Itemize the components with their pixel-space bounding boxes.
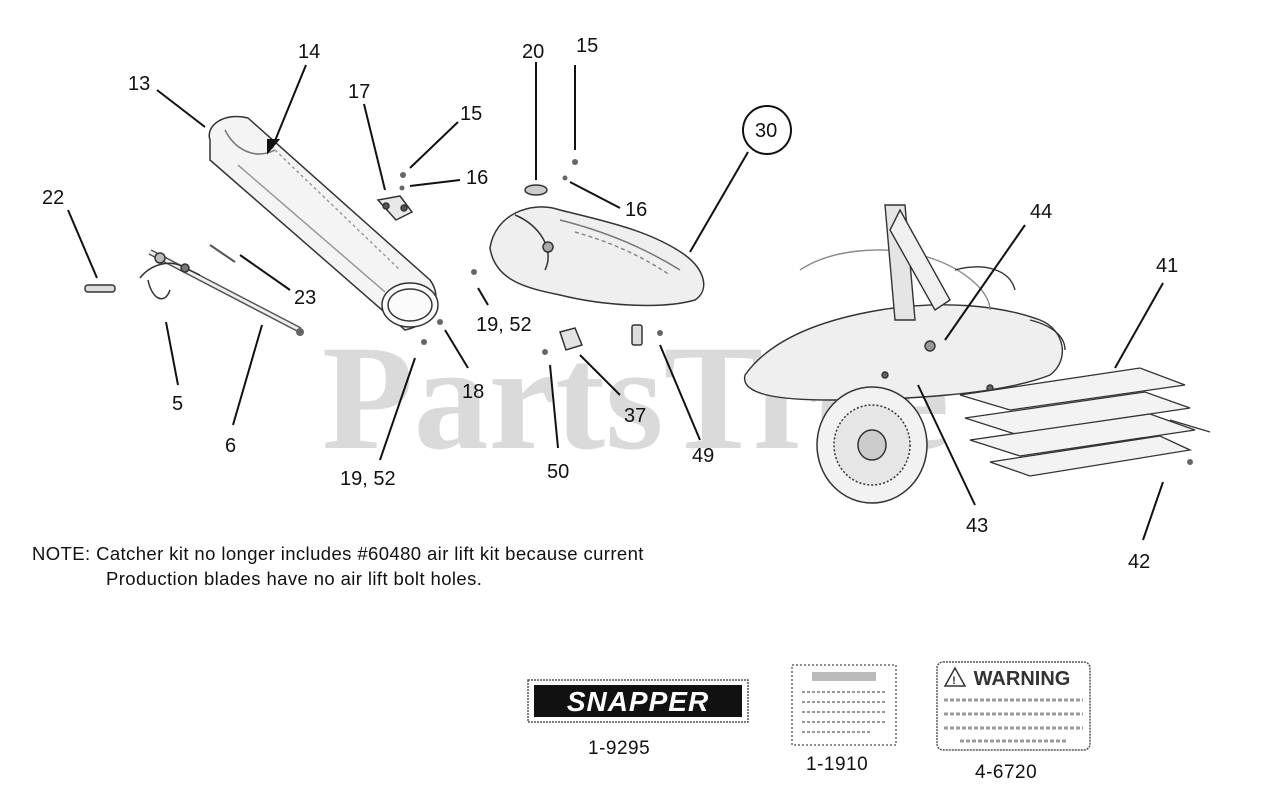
callout-circle-30 bbox=[742, 105, 792, 155]
part-5-lever bbox=[139, 252, 201, 300]
warning-heading: WARNING bbox=[974, 668, 1071, 690]
callout-49: 49 bbox=[692, 445, 714, 467]
part-17-clamp bbox=[376, 195, 414, 221]
part-22-pin bbox=[84, 284, 116, 293]
callout-23: 23 bbox=[294, 287, 316, 309]
part-23-rod bbox=[209, 244, 236, 263]
callout-15-left: 15 bbox=[460, 103, 482, 125]
part-37-bracket bbox=[559, 327, 584, 351]
mower-body bbox=[744, 204, 1066, 401]
part-49-bolt bbox=[631, 324, 663, 346]
hardware-50 bbox=[542, 349, 548, 355]
svg-text:!: ! bbox=[952, 675, 956, 687]
note-line-2: Production blades have no air lift bolt … bbox=[106, 568, 483, 589]
note-line-1: NOTE: Catcher kit no longer includes #60… bbox=[32, 543, 644, 564]
leader-lines bbox=[67, 62, 1164, 541]
callout-16-left: 16 bbox=[466, 167, 488, 189]
callout-50: 50 bbox=[547, 461, 569, 483]
part-20-clip bbox=[524, 184, 548, 196]
callout-13: 13 bbox=[128, 73, 150, 95]
callout-20: 20 bbox=[522, 41, 544, 63]
callout-42: 42 bbox=[1128, 551, 1150, 573]
part-30-deflector-hood bbox=[489, 206, 705, 307]
part-number-1-1910: 1-1910 bbox=[806, 754, 869, 775]
callout-6: 6 bbox=[225, 435, 236, 457]
part-6-handle-rod bbox=[148, 249, 304, 336]
rear-wheel bbox=[816, 386, 928, 504]
decal-caution-label bbox=[791, 664, 897, 746]
part-41-bag-frame bbox=[959, 367, 1211, 477]
part-13-chute-tube bbox=[208, 115, 439, 331]
hardware-15-16-right bbox=[562, 159, 578, 181]
callout-43: 43 bbox=[966, 515, 988, 537]
callout-19-52-bottom: 19, 52 bbox=[340, 468, 396, 490]
callout-44: 44 bbox=[1030, 201, 1052, 223]
callout-22: 22 bbox=[42, 187, 64, 209]
decal-snapper-logo: SNAPPER bbox=[527, 679, 749, 723]
part-number-1-9295: 1-9295 bbox=[588, 738, 651, 759]
callout-19-52-mid: 19, 52 bbox=[476, 314, 532, 336]
callout-30: 30 bbox=[755, 120, 777, 142]
callout-17: 17 bbox=[348, 81, 370, 103]
hardware-18-19 bbox=[421, 319, 443, 345]
callout-5: 5 bbox=[172, 393, 183, 415]
callout-37: 37 bbox=[624, 405, 646, 427]
part-number-4-6720: 4-6720 bbox=[975, 762, 1038, 783]
callout-14: 14 bbox=[298, 41, 320, 63]
callout-41: 41 bbox=[1156, 255, 1178, 277]
hardware-19-52-mid bbox=[471, 269, 477, 275]
note-text: NOTE: Catcher kit no longer includes #60… bbox=[32, 541, 644, 591]
callout-15-right: 15 bbox=[576, 35, 598, 57]
callout-18: 18 bbox=[462, 381, 484, 403]
snapper-logo-text: SNAPPER bbox=[567, 686, 709, 717]
callout-16-right: 16 bbox=[625, 199, 647, 221]
decal-warning-label: ! WARNING bbox=[936, 661, 1091, 751]
hardware-15-16-left bbox=[399, 172, 406, 191]
